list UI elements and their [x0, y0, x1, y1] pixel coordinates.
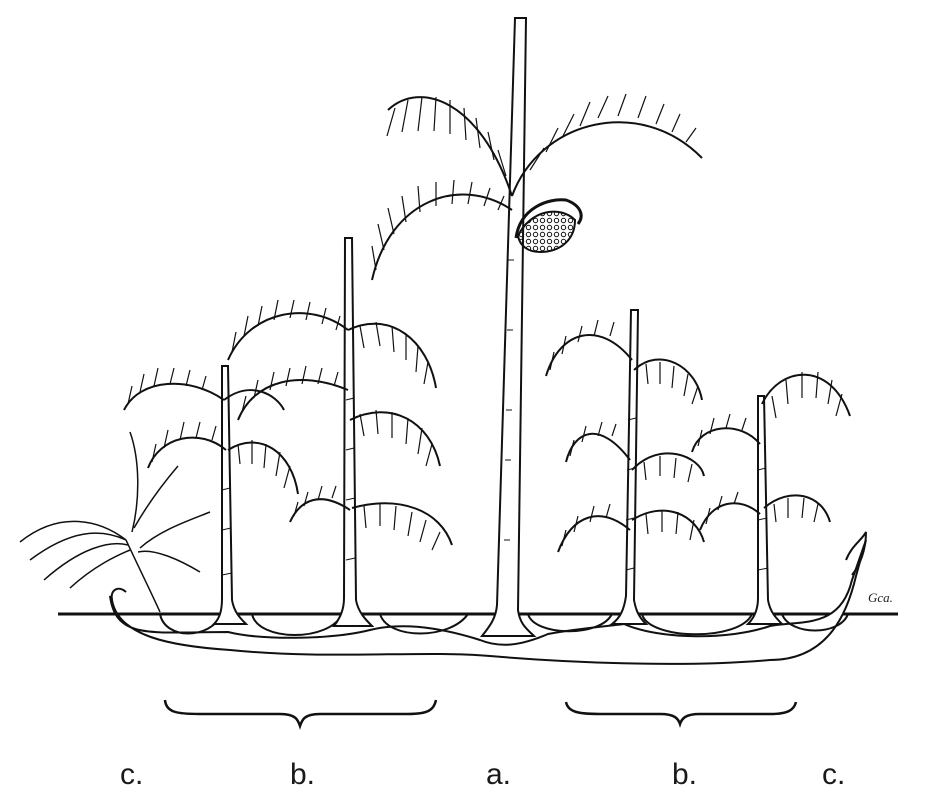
trunk-b-left-short — [214, 366, 246, 624]
label-b-right: b. — [672, 758, 697, 792]
inflorescence — [518, 212, 575, 252]
young-shoot-c-left — [20, 432, 210, 612]
fronds-b-right-tall — [546, 335, 704, 552]
label-a: a. — [486, 758, 511, 792]
label-b-left: b. — [290, 758, 315, 792]
trunk-a — [482, 18, 534, 636]
rhizome-tip-right — [846, 532, 866, 575]
trunk-b-right-short — [748, 396, 782, 624]
frond-leaflets-b-right-short — [698, 372, 842, 524]
trunk-b-left-tall — [334, 238, 372, 626]
rhizome-tip-left — [112, 589, 126, 600]
label-c-left: c. — [120, 758, 143, 792]
fronds-b-left-short — [124, 384, 298, 494]
bracket-b-right — [566, 702, 796, 724]
bracket-b-left — [165, 700, 436, 726]
label-c-right: c. — [822, 758, 845, 792]
artist-signature: Gca. — [868, 590, 893, 606]
fronds-b-right-short — [692, 375, 850, 530]
